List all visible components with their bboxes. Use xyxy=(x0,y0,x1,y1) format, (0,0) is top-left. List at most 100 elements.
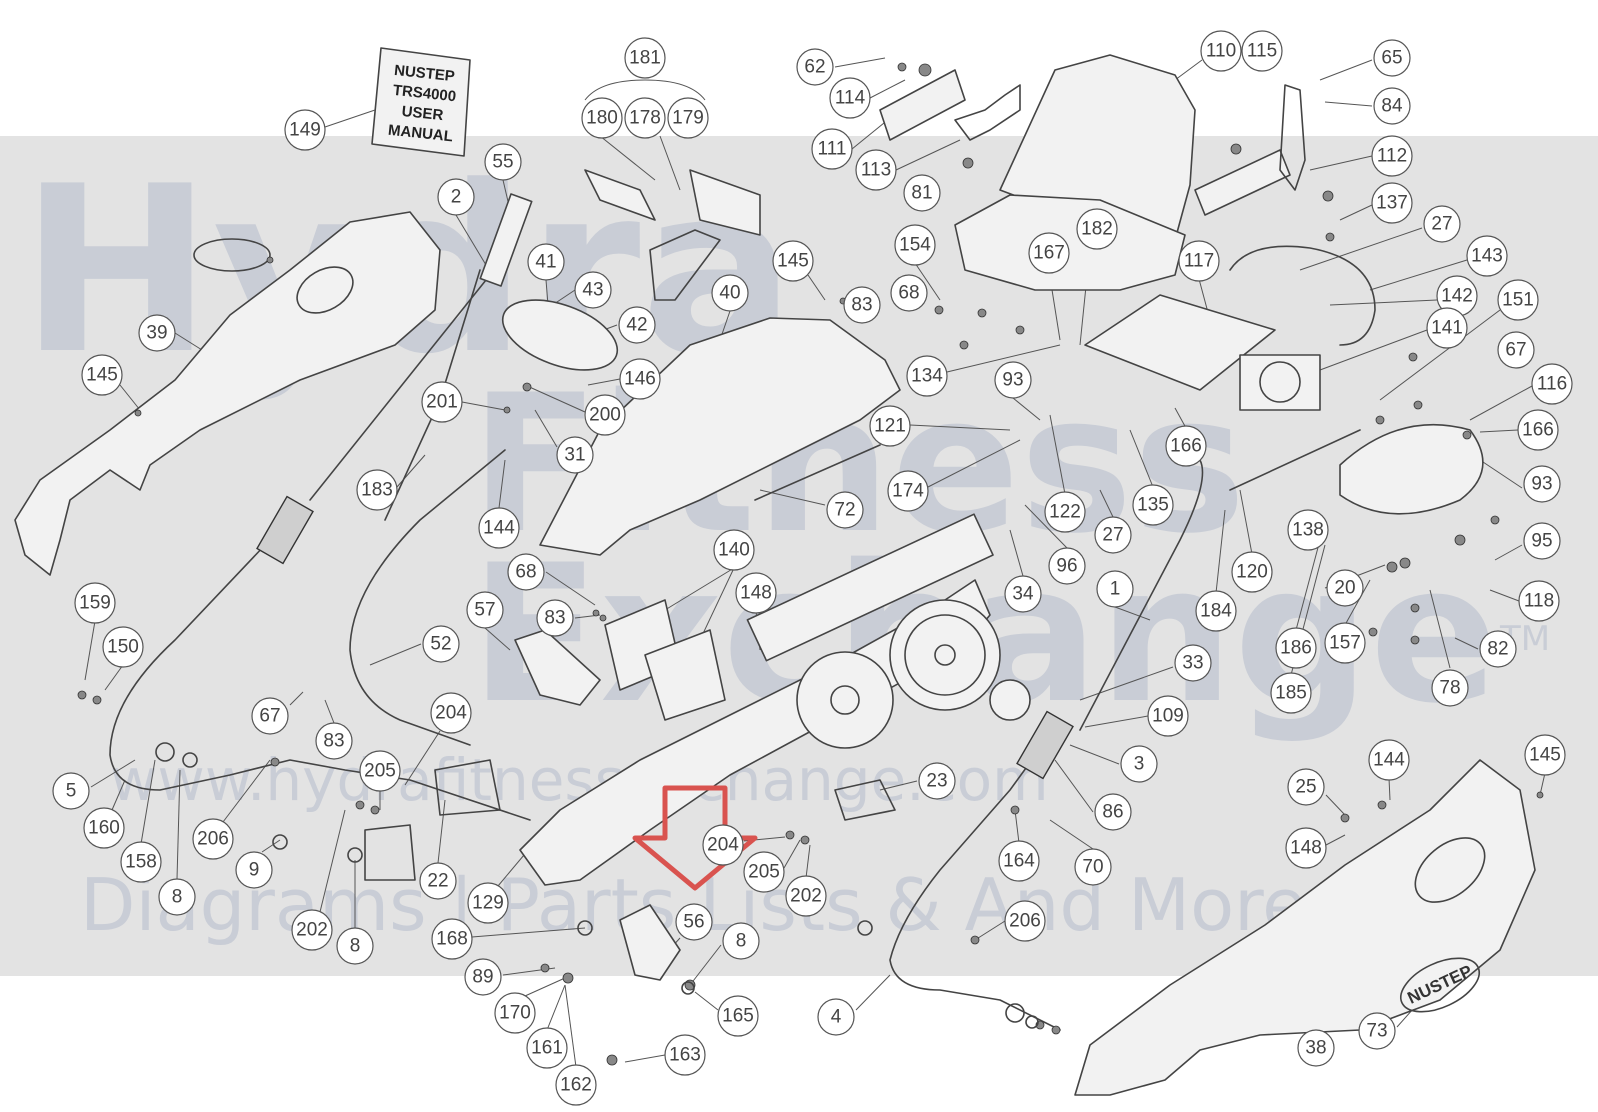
callout-68: 68 xyxy=(890,274,928,312)
callout-circle xyxy=(467,882,509,924)
callout-label: 140 xyxy=(718,540,750,561)
callout-149: 149 xyxy=(284,109,326,151)
callout-circle xyxy=(817,998,855,1036)
callout-circle xyxy=(903,174,941,212)
callout-label: 67 xyxy=(1505,340,1526,361)
callout-label: 8 xyxy=(172,887,183,908)
callout-label: 1 xyxy=(1110,579,1121,600)
callout-93: 93 xyxy=(994,361,1032,399)
callout-circle xyxy=(1044,491,1086,533)
callout-circle xyxy=(1423,205,1461,243)
callout-55: 55 xyxy=(484,143,522,181)
callout-label: 144 xyxy=(483,518,515,539)
callout-144: 144 xyxy=(478,507,520,549)
callout-84: 84 xyxy=(1373,87,1411,125)
callout-81: 81 xyxy=(903,174,941,212)
callout-circle xyxy=(1275,627,1317,669)
callout-circle xyxy=(1371,135,1413,177)
callout-label: 182 xyxy=(1081,219,1113,240)
arm-tube-left xyxy=(109,544,531,821)
callout-circle xyxy=(1373,39,1411,77)
callout-label: 148 xyxy=(1290,838,1322,859)
callout-label: 205 xyxy=(748,862,780,883)
callout-148: 148 xyxy=(735,572,777,614)
callout-200: 200 xyxy=(584,394,626,436)
callout-39: 39 xyxy=(138,314,176,352)
callout-label: 52 xyxy=(430,634,451,655)
callout-circle xyxy=(484,143,522,181)
callout-label: 68 xyxy=(898,283,919,304)
callout-circle xyxy=(667,97,709,139)
callout-201: 201 xyxy=(421,381,463,423)
callout-67: 67 xyxy=(1497,331,1535,369)
callout-23: 23 xyxy=(918,762,956,800)
callout-circle xyxy=(1094,793,1132,831)
callout-circle xyxy=(618,306,656,344)
callout-label: 3 xyxy=(1134,754,1145,775)
callout-label: 141 xyxy=(1431,318,1463,339)
callout-label: 20 xyxy=(1334,578,1355,599)
callout-82: 82 xyxy=(1479,630,1517,668)
callout-label: 42 xyxy=(626,315,647,336)
callout-label: 33 xyxy=(1182,653,1203,674)
callout-circle xyxy=(829,77,871,119)
drive-pulley xyxy=(796,651,894,749)
callout-circle xyxy=(1231,551,1273,593)
callout-circle xyxy=(437,178,475,216)
callout-label: 161 xyxy=(531,1038,563,1059)
callout-label: 181 xyxy=(629,48,661,69)
callout-circle xyxy=(1004,575,1042,613)
callout-circle xyxy=(722,922,760,960)
callout-circle xyxy=(772,240,814,282)
callout-144: 144 xyxy=(1368,739,1410,781)
callout-circle xyxy=(536,599,574,637)
callout-label: 8 xyxy=(736,931,747,952)
callout-93: 93 xyxy=(1523,465,1561,503)
callout-circle xyxy=(556,436,594,474)
callout-circle xyxy=(581,97,623,139)
callout-label: 62 xyxy=(804,57,825,78)
callout-circle xyxy=(421,381,463,423)
callout-circle xyxy=(785,875,827,917)
callout-circle xyxy=(1200,30,1242,72)
callout-57: 57 xyxy=(466,591,504,629)
callout-20: 20 xyxy=(1326,569,1364,607)
callout-label: 137 xyxy=(1376,193,1408,214)
callout-label: 205 xyxy=(364,761,396,782)
frame-rail xyxy=(746,513,994,662)
arm-tube-center xyxy=(349,449,506,746)
callout-label: 84 xyxy=(1381,96,1403,117)
callout-179: 179 xyxy=(667,97,709,139)
callout-circle xyxy=(811,128,853,170)
callout-circle xyxy=(735,572,777,614)
callout-circle xyxy=(1178,240,1220,282)
callout-56: 56 xyxy=(675,903,713,941)
callout-circle xyxy=(1524,734,1566,776)
callout-circle xyxy=(1165,425,1207,467)
callout-circle xyxy=(1368,739,1410,781)
callout-label: 151 xyxy=(1502,290,1534,311)
callout-circle xyxy=(192,818,234,860)
callout-label: 183 xyxy=(361,480,393,501)
callout-label: 206 xyxy=(1009,911,1041,932)
callout-circle xyxy=(1523,522,1561,560)
roller-wheel xyxy=(989,679,1031,721)
callout-circle xyxy=(1094,516,1132,554)
callout-circle xyxy=(1076,208,1118,250)
callout-label: 117 xyxy=(1184,251,1214,272)
callout-121: 121 xyxy=(869,405,911,447)
callout-183: 183 xyxy=(356,469,398,511)
callout-label: 70 xyxy=(1082,857,1103,878)
callout-73: 73 xyxy=(1358,1012,1396,1050)
callout-circle xyxy=(869,405,911,447)
callout-label: 174 xyxy=(892,481,924,502)
callout-circle xyxy=(619,358,661,400)
callout-label: 143 xyxy=(1471,246,1503,267)
callout-8: 8 xyxy=(722,922,760,960)
callout-4: 4 xyxy=(817,998,855,1036)
callout-67: 67 xyxy=(251,697,289,735)
callout-72: 72 xyxy=(826,491,864,529)
callout-circle xyxy=(998,840,1040,882)
callout-circle xyxy=(1074,848,1112,886)
